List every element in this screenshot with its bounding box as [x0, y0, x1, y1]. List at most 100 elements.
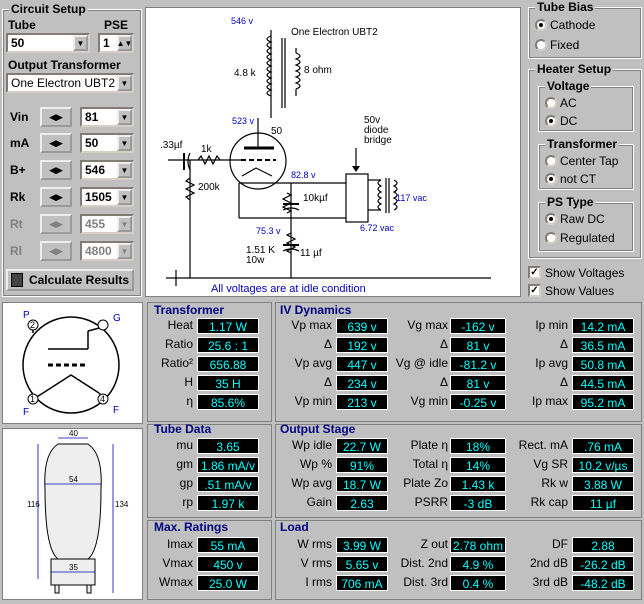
- show-voltages-checkbox[interactable]: ✓: [528, 266, 541, 279]
- iv-label: Vp max: [291, 318, 332, 332]
- rl-spin-button[interactable]: ◀▶: [40, 241, 72, 261]
- ot-select[interactable]: One Electron UBT2▼: [6, 73, 134, 93]
- radio-ac[interactable]: [545, 97, 557, 109]
- radio-fixed[interactable]: [535, 39, 547, 51]
- transformer-label: Ratio²: [160, 356, 193, 370]
- output-label: Rk cap: [530, 495, 568, 509]
- max_ratings-label: Vmax: [162, 556, 193, 570]
- load-value: 2.88: [572, 537, 634, 553]
- tube_data-label: gp: [179, 476, 193, 490]
- transformer-value: 656.88: [197, 356, 259, 372]
- rt-spin-button[interactable]: ◀▶: [40, 214, 72, 234]
- load-label: Dist. 3rd: [403, 575, 448, 589]
- dim-h1: 116: [27, 500, 40, 509]
- regulated-label[interactable]: Regulated: [560, 231, 615, 245]
- iv-value: -81.2 v: [450, 356, 506, 372]
- load-value: 3.99 W: [336, 537, 388, 553]
- output-value: 3.88 W: [572, 476, 634, 492]
- output-label: Wp avg: [291, 476, 332, 490]
- show-values-checkbox[interactable]: ✓: [528, 284, 541, 297]
- schematic-diagram: 546 v One Electron UBT2 4.8 k 8 ohm 523 …: [160, 16, 491, 295]
- output-value: 18%: [450, 438, 506, 454]
- radio-center-tap[interactable]: [545, 155, 557, 167]
- spin-icon[interactable]: ▲▼: [117, 35, 132, 51]
- pinout-diagram: 2 1 4 P G F F: [22, 310, 121, 418]
- iv-label: Δ: [323, 375, 332, 389]
- leak-resistor: 200k: [198, 182, 221, 193]
- output-stage-heading: Output Stage: [280, 422, 356, 436]
- radio-cathode[interactable]: [535, 19, 547, 31]
- transformer-label: η: [186, 394, 193, 408]
- tube_data-value: 1.97 k: [197, 495, 259, 511]
- ma-select[interactable]: 50▼: [80, 133, 134, 153]
- chevron-down-icon[interactable]: ▼: [117, 135, 132, 151]
- show-voltages-label[interactable]: Show Voltages: [545, 266, 625, 280]
- ac-label[interactable]: AC: [560, 96, 577, 110]
- iv-label: Δ: [559, 337, 568, 351]
- vin-select[interactable]: 81▼: [80, 107, 134, 127]
- output-label: Gain: [306, 495, 332, 509]
- pin-f-label-1: F: [23, 407, 29, 418]
- tube_data-value: 3.65: [197, 438, 259, 454]
- radio-dc[interactable]: [545, 115, 557, 127]
- calculate-results-button[interactable]: Calculate Results: [6, 269, 134, 291]
- load-value: 0.4 %: [450, 575, 506, 591]
- chevron-down-icon[interactable]: ▼: [117, 189, 132, 205]
- bplus-select[interactable]: 546▼: [80, 160, 134, 180]
- voltage-title: Voltage: [545, 79, 592, 93]
- output-label: Wp %: [299, 457, 332, 471]
- ma-spin-button[interactable]: ◀▶: [40, 133, 72, 153]
- chevron-down-icon[interactable]: ▼: [117, 162, 132, 178]
- raw-dc-label[interactable]: Raw DC: [560, 212, 605, 226]
- bplus-spin-button[interactable]: ◀▶: [40, 160, 72, 180]
- pse-spinner[interactable]: 1▲▼: [98, 33, 134, 53]
- iv-label: Vg min: [410, 394, 448, 408]
- chevron-down-icon[interactable]: ▼: [117, 75, 132, 91]
- tube_data-label: gm: [176, 457, 193, 471]
- iv-label: Ip max: [531, 394, 568, 408]
- pinout-panel: 2 1 4 P G F F: [2, 302, 143, 424]
- chevron-down-icon[interactable]: ▼: [117, 109, 132, 125]
- rk-spin-button[interactable]: ◀▶: [40, 187, 72, 207]
- iv-value: 213 v: [336, 394, 388, 410]
- max_ratings-label: Wmax: [159, 575, 193, 589]
- radio-regulated[interactable]: [545, 232, 557, 244]
- load-value: -26.2 dB: [572, 556, 634, 572]
- rk-select[interactable]: 1505▼: [80, 187, 134, 207]
- cathode-label[interactable]: Cathode: [550, 18, 596, 32]
- iv-label: Δ: [439, 337, 448, 351]
- rt-select[interactable]: 455▼: [80, 214, 134, 234]
- vin-spin-button[interactable]: ◀▶: [40, 107, 72, 127]
- tube-select[interactable]: 50▼: [6, 33, 90, 53]
- rl-select[interactable]: 4800▼: [80, 241, 134, 261]
- show-values-label[interactable]: Show Values: [545, 284, 615, 298]
- chevron-down-icon[interactable]: ▼: [117, 216, 132, 232]
- iv-label: Ip avg: [535, 356, 568, 370]
- not-ct-label[interactable]: not CT: [560, 172, 597, 186]
- output-value: -3 dB: [450, 495, 506, 511]
- fixed-label[interactable]: Fixed: [550, 38, 580, 52]
- rk-label: Rk: [10, 190, 26, 204]
- max_ratings-label: Imax: [166, 537, 193, 551]
- output-label: Vg SR: [533, 457, 568, 471]
- center-tap-label[interactable]: Center Tap: [560, 154, 619, 168]
- load-value: 5.65 v: [336, 556, 388, 572]
- chevron-down-icon[interactable]: ▼: [73, 35, 88, 51]
- output-label: Wp idle: [291, 438, 332, 452]
- tube-bias-title: Tube Bias: [535, 0, 596, 14]
- cathode-node-voltage: 75.3 v: [256, 226, 281, 236]
- radio-raw-dc[interactable]: [545, 213, 557, 225]
- transformer-label: Ratio: [164, 337, 193, 351]
- bplus-label: B+: [10, 163, 26, 177]
- dim-base: 35: [69, 563, 78, 572]
- radio-not-ct[interactable]: [545, 173, 557, 185]
- heater-setup-title: Heater Setup: [535, 62, 614, 76]
- iv-value: 14.2 mA: [572, 318, 634, 334]
- ps-type-group: PS Type: [538, 195, 634, 252]
- xfmr-name: One Electron UBT2: [291, 27, 378, 38]
- chevron-down-icon[interactable]: ▼: [117, 243, 132, 259]
- transformer-title: Transformer: [545, 137, 620, 151]
- rk-value: 1.51 K 10w: [246, 246, 275, 266]
- dc-label[interactable]: DC: [560, 114, 578, 128]
- pse-label: PSE: [104, 18, 129, 32]
